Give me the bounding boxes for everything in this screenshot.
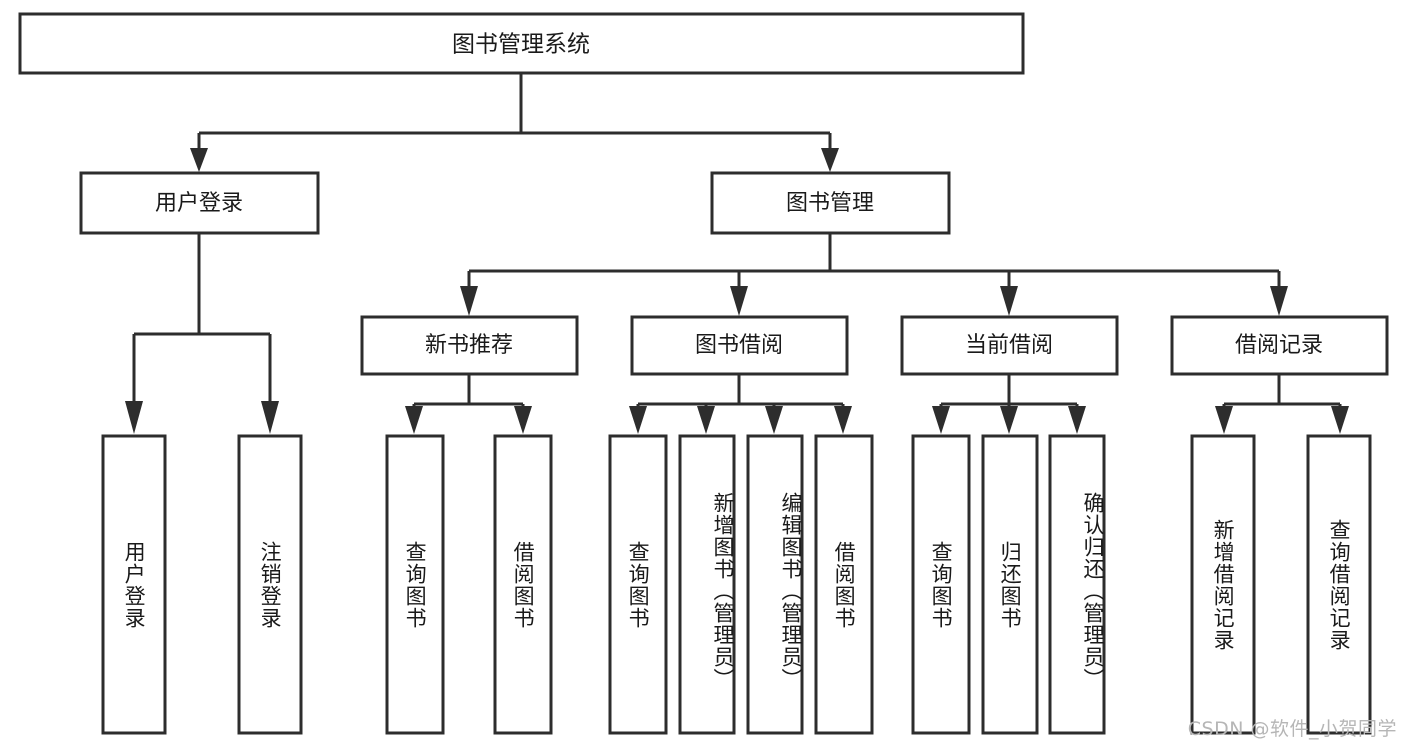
node-borrow-record[interactable]: 借阅记录 [1170, 315, 1389, 376]
arrow-head-new-book-rec [460, 286, 478, 316]
node-book-borrow-label: 图书借阅 [695, 333, 783, 358]
leaf-query-book-3-box[interactable] [911, 434, 971, 735]
node-new-book-rec-box[interactable] [360, 315, 579, 376]
leaf-query-record-box[interactable] [1306, 434, 1372, 735]
leaf-add-book-box[interactable] [678, 434, 736, 735]
arrow-head-leaf-query-record [1331, 406, 1349, 434]
leaf-borrow-book-2-box[interactable] [814, 434, 874, 735]
arrow-head-leaf-add-book [697, 406, 715, 434]
arrow-head-leaf-user-logout [261, 401, 279, 434]
node-current-borrow-label: 当前借阅 [965, 333, 1053, 358]
arrow-head-book-borrow [730, 286, 748, 316]
node-new-book-rec[interactable]: 新书推荐 [360, 315, 579, 376]
leaf-return-book-box[interactable] [981, 434, 1039, 735]
node-user-login-box[interactable] [79, 171, 320, 235]
node-book-manage[interactable]: 图书管理 [710, 171, 951, 235]
leaf-edit-book-box[interactable] [746, 434, 804, 735]
node-book-manage-box[interactable] [710, 171, 951, 235]
arrow-head-leaf-return-book [1000, 406, 1018, 434]
node-new-book-rec-label: 新书推荐 [425, 333, 513, 358]
node-book-manage-label: 图书管理 [786, 191, 874, 216]
node-book-borrow[interactable]: 图书借阅 [630, 315, 849, 376]
leaf-query-book-1-box[interactable] [385, 434, 445, 735]
leaf-add-record-box[interactable] [1190, 434, 1256, 735]
arrow-head-user-login [190, 148, 208, 172]
arrow-head-leaf-confirm-return [1068, 406, 1086, 434]
leaf-user-logout-box[interactable] [237, 434, 303, 735]
arrow-head-leaf-borrow-book-2 [834, 406, 852, 434]
arrow-head-book-manage [821, 148, 839, 172]
node-borrow-record-box[interactable] [1170, 315, 1389, 376]
arrow-head-leaf-query-book-3 [932, 406, 950, 434]
node-borrow-record-label: 借阅记录 [1235, 333, 1323, 358]
node-user-login[interactable]: 用户登录 [79, 171, 320, 235]
arrow-head-leaf-add-record [1215, 406, 1233, 434]
node-root-box[interactable] [18, 12, 1025, 75]
arrow-head-leaf-borrow-book-1 [514, 406, 532, 434]
arrow-head-leaf-query-book-1 [405, 406, 423, 434]
watermark-text: CSDN @软件_小贺同学 [1187, 718, 1397, 740]
node-root-label: 图书管理系统 [452, 32, 590, 58]
leaf-confirm-return-box[interactable] [1048, 434, 1106, 735]
arrow-head-current-borrow [1000, 286, 1018, 316]
node-current-borrow[interactable]: 当前借阅 [900, 315, 1119, 376]
node-user-login-label: 用户登录 [155, 191, 243, 216]
arrow-head-leaf-query-book-2 [629, 406, 647, 434]
node-root[interactable]: 图书管理系统 [18, 12, 1025, 75]
leaf-box-group [101, 434, 1372, 735]
connector-group [125, 73, 1349, 434]
leaf-borrow-book-1-box[interactable] [493, 434, 553, 735]
arrow-head-leaf-user-login [125, 401, 143, 434]
leaf-user-login-box[interactable] [101, 434, 167, 735]
node-current-borrow-box[interactable] [900, 315, 1119, 376]
leaf-query-book-2-box[interactable] [608, 434, 668, 735]
arrow-head-borrow-record [1270, 286, 1288, 316]
node-book-borrow-box[interactable] [630, 315, 849, 376]
arrow-head-leaf-edit-book [765, 406, 783, 434]
